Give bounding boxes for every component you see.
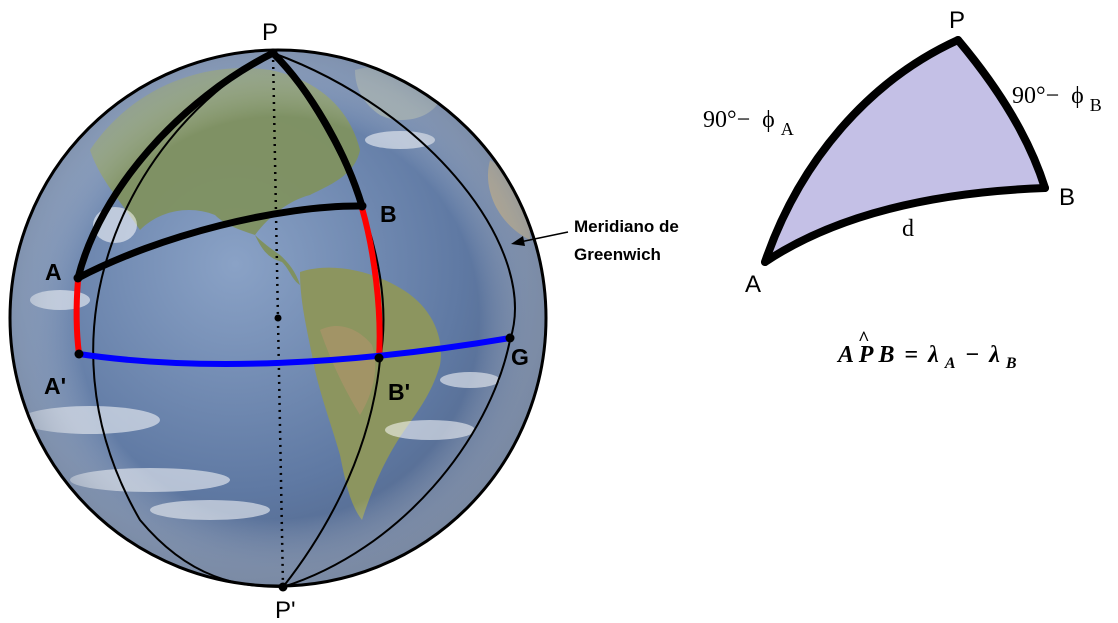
formula-sub-a: A: [944, 355, 956, 372]
globe-center-dot: [274, 314, 282, 322]
angle-formula: A P B = λ A − λ B ^: [836, 328, 1017, 374]
point-b-prime: [374, 353, 384, 363]
spherical-triangle-detail: P A B 90°− ϕ A 90°− ϕ B d: [703, 7, 1102, 298]
greenwich-annotation: Meridiano de Greenwich: [511, 217, 679, 264]
globe-points: [73, 48, 515, 592]
side-a-to-p: [761, 36, 962, 266]
formula-lhs-b: B: [877, 342, 894, 368]
formula-text: A P B = λ A − λ B: [836, 342, 1017, 374]
point-b: [357, 201, 367, 211]
label-a-prime: A': [44, 373, 66, 399]
greenwich-label-line2: Greenwich: [574, 245, 661, 264]
arc-p-to-b: [269, 49, 366, 210]
side-label-pb-sub: B: [1090, 95, 1102, 115]
globe-labels: P P' A A' B B' G: [44, 19, 529, 623]
side-label-ap-prefix: 90°−: [703, 107, 750, 133]
side-label-pb: 90°− ϕ B: [1012, 83, 1102, 115]
red-meridian-arcs: [73, 205, 383, 361]
side-label-pb-prefix: 90°−: [1012, 83, 1059, 109]
arc-b-to-b-prime: [359, 205, 383, 361]
label-g: G: [511, 344, 529, 370]
side-label-pb-phi: ϕ: [1071, 83, 1084, 109]
formula-lhs-p: P: [858, 342, 874, 368]
triangle-label-p: P: [949, 7, 965, 34]
point-a-prime: [74, 349, 84, 359]
side-label-ap: 90°− ϕ A: [703, 107, 794, 139]
side-label-ap-sub: A: [781, 119, 794, 139]
formula-sub-b: B: [1005, 355, 1017, 372]
side-p-to-b: [954, 36, 1049, 192]
triangle-label-b: B: [1059, 184, 1075, 211]
side-a-to-b: [761, 184, 1049, 266]
point-p: [268, 48, 278, 58]
greenwich-label-line1: Meridiano de: [574, 217, 679, 236]
formula-lhs-a: A: [836, 342, 854, 368]
meridian-a: [92, 52, 284, 588]
label-p-prime: P': [275, 597, 296, 623]
point-g: [505, 333, 515, 343]
side-label-ap-phi: ϕ: [762, 107, 775, 133]
globe: [8, 48, 548, 588]
arc-a-to-a-prime: [73, 277, 82, 357]
formula-lambda-a: λ: [927, 342, 939, 368]
label-p: P: [262, 19, 278, 46]
arc-a-to-b: [74, 202, 366, 282]
formula-equals: =: [904, 342, 918, 368]
label-b-prime: B': [388, 379, 410, 405]
greenwich-arrow-line: [519, 231, 569, 243]
greenwich-arrow-head: [511, 236, 525, 246]
side-label-d: d: [902, 216, 914, 242]
point-p-prime: [278, 582, 288, 592]
point-a: [73, 273, 83, 283]
formula-hat: ^: [858, 328, 870, 350]
label-b: B: [380, 201, 397, 227]
globe-spherical-triangle: [74, 49, 366, 282]
formula-minus: −: [966, 342, 980, 368]
arc-p-to-a: [74, 49, 277, 282]
formula-lambda-b: λ: [988, 342, 1000, 368]
triangle-fill: [765, 40, 1045, 262]
label-a: A: [45, 259, 62, 285]
triangle-label-a: A: [745, 271, 761, 298]
equator-arc: [76, 335, 513, 367]
